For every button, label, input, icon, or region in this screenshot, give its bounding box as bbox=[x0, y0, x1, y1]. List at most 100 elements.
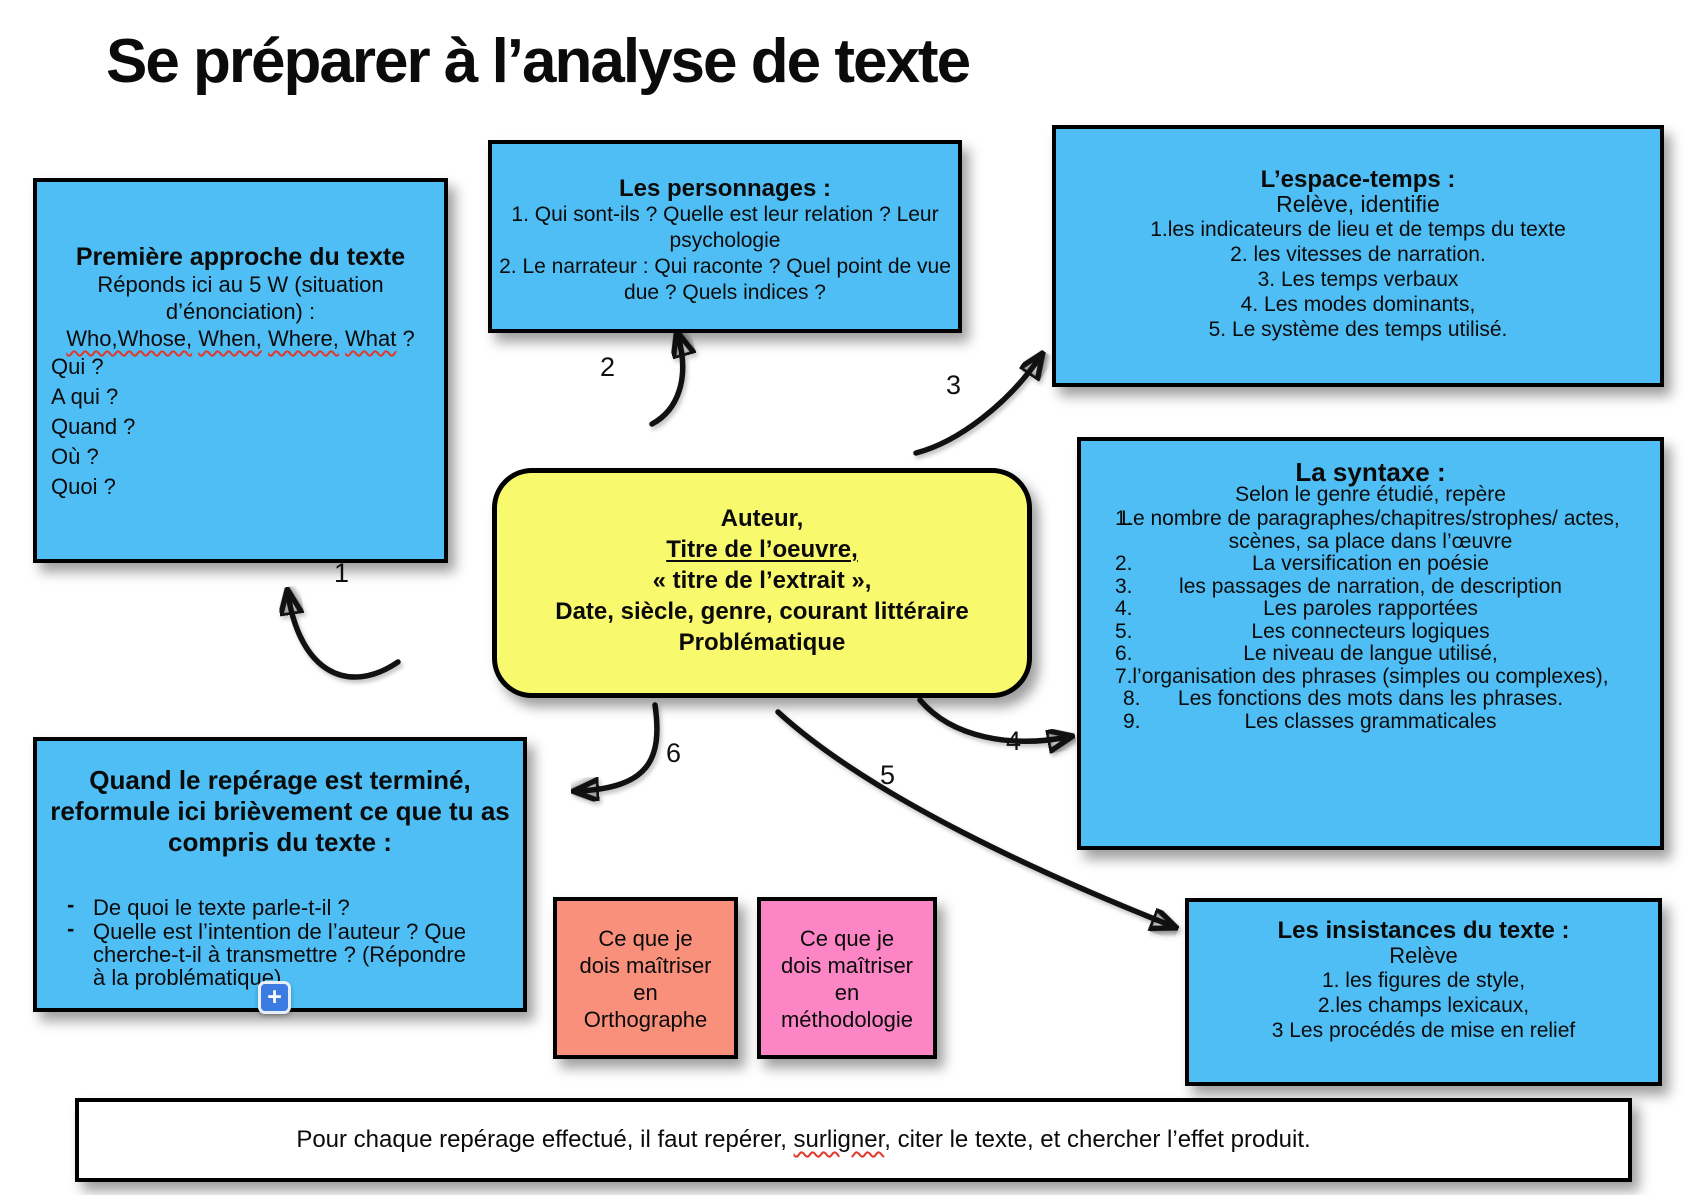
text-line: 2. Le narrateur : Qui raconte ? Quel poi… bbox=[499, 255, 951, 278]
list-item: 3. Les temps verbaux bbox=[1257, 268, 1459, 291]
box-personnages: Les personnages : 1. Qui sont-ils ? Quel… bbox=[488, 140, 962, 333]
text-line: Ce que je bbox=[799, 926, 895, 951]
arrow-label-4: 4 bbox=[1006, 726, 1022, 756]
bullet-list: - De quoi le texte parle-t-il ? - Quelle… bbox=[45, 892, 515, 989]
arrow-label-3: 3 bbox=[946, 370, 962, 400]
box-center-auteur: Auteur, Titre de l’oeuvre, « titre de l’… bbox=[492, 468, 1032, 698]
text-line: Problématique bbox=[678, 629, 846, 656]
add-button[interactable]: + bbox=[258, 981, 291, 1014]
text-line-underlined: Titre de l’oeuvre, bbox=[666, 536, 858, 563]
text-line: Date, siècle, genre, courant littéraire bbox=[555, 598, 969, 625]
box-premiere-approche: Première approche du texte Réponds ici a… bbox=[33, 178, 448, 563]
list-item: 2. les vitesses de narration. bbox=[1230, 243, 1486, 266]
list-item: 1. les figures de style, bbox=[1321, 969, 1526, 992]
footer-note: Pour chaque repérage effectué, il faut r… bbox=[75, 1098, 1632, 1182]
intro-line: Réponds ici au 5 W (situation bbox=[97, 272, 384, 297]
footer-suffix: , citer le texte, et chercher l’effet pr… bbox=[884, 1126, 1311, 1153]
box-espace-temps: L’espace-temps : Relève, identifie 1.les… bbox=[1052, 125, 1664, 387]
item-number: 9. bbox=[1123, 709, 1141, 733]
bullet-dash: - bbox=[67, 892, 75, 917]
question-line: Quand ? bbox=[51, 414, 136, 439]
footer-prefix: Pour chaque repérage effectué, il faut r… bbox=[296, 1126, 794, 1153]
box-title: reformule ici brièvement ce que tu as bbox=[50, 796, 510, 826]
item-text: Les connecteurs logiques bbox=[1251, 619, 1490, 643]
text-line: dois maîtriser bbox=[780, 953, 914, 978]
numbered-item: 9. Les classes grammaticales bbox=[1087, 709, 1654, 734]
box-subtitle: Relève bbox=[1389, 943, 1458, 968]
item-number: 6. bbox=[1115, 642, 1133, 665]
misspelled-word: Where, bbox=[268, 326, 339, 351]
arrow-6 bbox=[578, 702, 660, 791]
page-title: Se préparer à l’analyse de texte bbox=[106, 27, 971, 96]
box-subtitle: Selon le genre étudié, repère bbox=[1235, 482, 1506, 506]
item-text: Les classes grammaticales bbox=[1244, 709, 1497, 733]
list-item: 4. Les modes dominants, bbox=[1240, 293, 1476, 316]
question-line: A qui ? bbox=[51, 384, 119, 409]
box-title: Quand le repérage est terminé, bbox=[89, 765, 471, 795]
box-methodologie: Ce que je dois maîtriser en méthodologie bbox=[757, 897, 937, 1059]
item-number: 2. bbox=[1115, 552, 1133, 575]
arrow-label-2: 2 bbox=[600, 352, 616, 382]
text-line: psychologie bbox=[669, 229, 781, 252]
misspelled-word: surligner bbox=[793, 1126, 885, 1153]
text-line: méthodologie bbox=[780, 1007, 914, 1032]
numbered-item: 3. les passages de narration, de descrip… bbox=[1087, 574, 1654, 599]
arrow-3 bbox=[913, 357, 1040, 456]
item-text: les passages de narration, de descriptio… bbox=[1179, 574, 1562, 598]
list-item: 3 Les procédés de mise en relief bbox=[1271, 1019, 1576, 1042]
item-number: 7. bbox=[1115, 664, 1133, 688]
misspelled-word: What bbox=[345, 326, 397, 351]
numbered-item: 1. Le nombre de paragraphes/chapitres/st… bbox=[1087, 507, 1654, 553]
box-title: Les insistances du texte : bbox=[1277, 917, 1570, 944]
text-line: Ce que je bbox=[598, 926, 693, 951]
item-text: Les fonctions des mots dans les phrases. bbox=[1177, 687, 1564, 710]
plus-icon: + bbox=[267, 983, 282, 1011]
item-text: scènes, sa place dans l’œuvre bbox=[1228, 529, 1513, 553]
arrow-2 bbox=[649, 336, 683, 427]
item-number: 8. bbox=[1123, 687, 1141, 710]
five-w-suffix: ? bbox=[396, 326, 415, 351]
question-line: Qui ? bbox=[51, 354, 104, 379]
item-number: 3. bbox=[1115, 574, 1133, 598]
box-quand-reperage: Quand le repérage est terminé, reformule… bbox=[33, 737, 527, 1012]
box-syntaxe: La syntaxe : Selon le genre étudié, repè… bbox=[1077, 437, 1664, 850]
list-item: 1.les indicateurs de lieu et de temps du… bbox=[1150, 218, 1566, 241]
box-title: Première approche du texte bbox=[75, 243, 406, 271]
bullet-item: - De quoi le texte parle-t-il ? bbox=[67, 892, 515, 920]
box-title: compris du texte : bbox=[168, 827, 392, 857]
list-item: 5. Le système des temps utilisé. bbox=[1208, 318, 1508, 341]
arrow-label-5: 5 bbox=[880, 760, 896, 790]
box-orthographe: Ce que je dois maîtriser en Orthographe bbox=[553, 897, 738, 1059]
numbered-item: 5. Les connecteurs logiques bbox=[1087, 619, 1654, 644]
footer-text: Pour chaque repérage effectué, il faut r… bbox=[296, 1126, 1310, 1154]
question-line: Où ? bbox=[51, 444, 99, 469]
text-line: « titre de l’extrait », bbox=[652, 567, 872, 594]
box-title: L’espace-temps : bbox=[1260, 166, 1456, 193]
bullet-item: - Quelle est l’intention de l’auteur ? Q… bbox=[67, 917, 515, 989]
intro-line: d’énonciation) : bbox=[165, 299, 316, 324]
arrow-label-1: 1 bbox=[334, 558, 350, 588]
bullet-text: De quoi le texte parle-t-il ? bbox=[93, 895, 350, 920]
numbered-item: 8. Les fonctions des mots dans les phras… bbox=[1087, 687, 1654, 711]
arrow-1 bbox=[288, 594, 401, 680]
box-subtitle: Relève, identifie bbox=[1276, 191, 1440, 217]
box-insistances: Les insistances du texte : Relève 1. les… bbox=[1185, 898, 1662, 1086]
text-line: Auteur, bbox=[720, 505, 804, 532]
numbered-item: 7. l’organisation des phrases (simples o… bbox=[1087, 664, 1654, 689]
numbered-item: 6. Le niveau de langue utilisé, bbox=[1087, 642, 1654, 666]
item-text: Les paroles rapportées bbox=[1263, 597, 1478, 620]
text-line: en bbox=[834, 980, 860, 1005]
item-number: 4. bbox=[1115, 597, 1133, 620]
arrow-4 bbox=[917, 697, 1068, 741]
arrow-label-6: 6 bbox=[666, 738, 682, 768]
box-title: Les personnages : bbox=[618, 175, 832, 202]
item-text: La versification en poésie bbox=[1252, 552, 1489, 575]
item-text: Le nombre de paragraphes/chapitres/strop… bbox=[1121, 507, 1620, 530]
text-line: due ? Quels indices ? bbox=[624, 281, 826, 304]
question-line: Quoi ? bbox=[51, 474, 116, 499]
item-text: Le niveau de langue utilisé, bbox=[1243, 642, 1498, 665]
item-number: 1. bbox=[1115, 507, 1133, 530]
list-item: 2.les champs lexicaux, bbox=[1317, 994, 1530, 1017]
item-number: 5. bbox=[1115, 619, 1133, 643]
